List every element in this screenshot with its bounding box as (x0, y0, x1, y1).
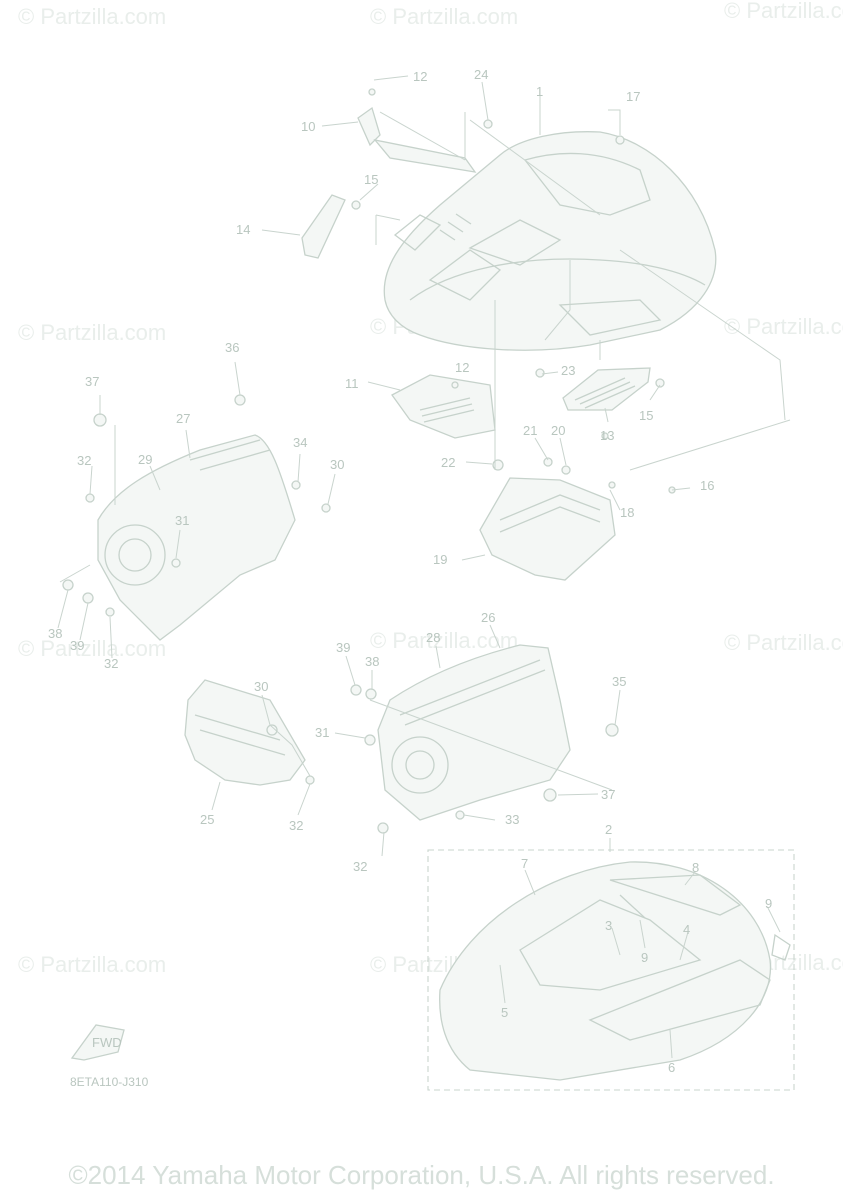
callout-11[interactable]: 11 (345, 376, 359, 391)
callout-15[interactable]: 15 (639, 408, 653, 423)
callout-34[interactable]: 34 (293, 435, 307, 450)
callout-3[interactable]: 3 (605, 918, 612, 933)
callout-28[interactable]: 28 (426, 630, 440, 645)
callout-17[interactable]: 17 (626, 89, 640, 104)
callout-6[interactable]: 6 (668, 1060, 675, 1075)
callout-12[interactable]: 12 (455, 360, 469, 375)
part-26-right-side-panel[interactable] (377, 644, 571, 821)
callout-14[interactable]: 14 (236, 222, 250, 237)
fwd-arrow-icon: FWD (70, 1024, 125, 1061)
callout-37[interactable]: 37 (85, 374, 99, 389)
callout-18[interactable]: 18 (620, 505, 634, 520)
part-27-left-side-panel[interactable] (97, 434, 296, 641)
callout-9[interactable]: 9 (641, 950, 648, 965)
callout-38[interactable]: 38 (365, 654, 379, 669)
watermark: © Partzilla.com (18, 4, 166, 29)
leader-lines (57, 75, 791, 1059)
watermark: © Partzilla.com (18, 636, 166, 661)
watermark: © Partzilla.com (724, 630, 843, 655)
part-14-bracket[interactable] (301, 194, 346, 259)
callout-19[interactable]: 19 (433, 552, 447, 567)
callout-20[interactable]: 20 (551, 423, 565, 438)
callout-39[interactable]: 39 (336, 640, 350, 655)
callout-31[interactable]: 31 (175, 513, 189, 528)
watermark: © Partzilla.com (370, 4, 518, 29)
callout-32[interactable]: 32 (353, 859, 367, 874)
callout-24[interactable]: 24 (474, 67, 488, 82)
callout-4[interactable]: 4 (683, 922, 690, 937)
callout-30[interactable]: 30 (254, 679, 268, 694)
callout-32[interactable]: 32 (104, 656, 118, 671)
callout-9[interactable]: 9 (765, 896, 772, 911)
fwd-label: FWD (92, 1035, 122, 1050)
part-13-grille[interactable] (562, 367, 651, 411)
watermark: © Partzilla.com (18, 320, 166, 345)
callout-labels: 1 2 3 4 5 6 7 8 9 9 10 11 12 12 13 14 15… (48, 67, 772, 1075)
callout-32[interactable]: 32 (77, 453, 91, 468)
callout-1[interactable]: 1 (536, 84, 543, 99)
callout-7[interactable]: 7 (521, 856, 528, 871)
callout-27[interactable]: 27 (176, 411, 190, 426)
callout-10[interactable]: 10 (301, 119, 315, 134)
part-25-front-cover[interactable] (184, 679, 306, 786)
callout-21[interactable]: 21 (523, 423, 537, 438)
callout-15[interactable]: 15 (364, 172, 378, 187)
callout-39[interactable]: 39 (70, 638, 84, 653)
fastener-group (62, 88, 676, 834)
callout-30[interactable]: 30 (330, 457, 344, 472)
callout-16[interactable]: 16 (700, 478, 714, 493)
part-19-lower-tray[interactable] (479, 477, 616, 581)
watermark: © Partzilla.com (18, 952, 166, 977)
assembly-2-box (427, 849, 795, 1091)
callout-12[interactable]: 12 (413, 69, 427, 84)
callout-29[interactable]: 29 (138, 452, 152, 467)
callout-25[interactable]: 25 (200, 812, 214, 827)
callout-32[interactable]: 32 (289, 818, 303, 833)
part-11-duct[interactable] (391, 374, 496, 439)
callout-36[interactable]: 36 (225, 340, 239, 355)
callout-8[interactable]: 8 (692, 860, 699, 875)
copyright-notice: ©2014 Yamaha Motor Corporation, U.S.A. A… (68, 1160, 775, 1190)
callout-37[interactable]: 37 (601, 787, 615, 802)
callout-2[interactable]: 2 (605, 822, 612, 837)
sheet-code: 8ETA110-J310 (70, 1075, 149, 1089)
callout-38[interactable]: 38 (48, 626, 62, 641)
watermark: © Partzilla.com (370, 628, 518, 653)
callout-35[interactable]: 35 (612, 674, 626, 689)
callout-23[interactable]: 23 (561, 363, 575, 378)
watermark: © Partzilla.com (724, 314, 843, 339)
part-front-hood[interactable] (383, 131, 717, 351)
callout-26[interactable]: 26 (481, 610, 495, 625)
callout-5[interactable]: 5 (501, 1005, 508, 1020)
callout-22[interactable]: 22 (441, 455, 455, 470)
callout-33[interactable]: 33 (505, 812, 519, 827)
callout-13[interactable]: 13 (600, 428, 614, 443)
part-2-cover-assembly[interactable] (439, 861, 791, 1081)
watermark: © Partzilla.com (724, 0, 843, 23)
callout-31[interactable]: 31 (315, 725, 329, 740)
part-10-bracket[interactable] (357, 106, 477, 173)
